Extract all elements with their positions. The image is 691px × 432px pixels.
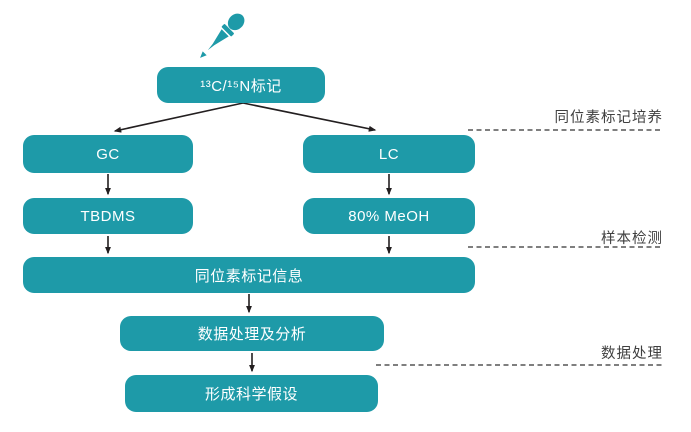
node-hypothesis: 形成科学假设 — [125, 375, 378, 412]
dropper-icon — [200, 13, 245, 58]
arrow-labeling-to-lc — [242, 102, 377, 132]
node-isotope-info: 同位素标记信息 — [23, 257, 475, 293]
node-meoh: 80% MeOH — [303, 198, 475, 234]
stage-label-culture: 同位素标记培养 — [554, 110, 663, 126]
node-gc: GC — [23, 135, 193, 173]
stage-label-processing: 数据处理 — [601, 346, 663, 362]
node-isotope-labeling: ¹³C/¹⁵N标记 — [157, 67, 325, 103]
node-data-analysis-text: 数据处理及分析 — [197, 326, 307, 343]
node-isotope-labeling-text: ¹³C/¹⁵N标记 — [200, 77, 282, 95]
node-lc-text: LC — [378, 145, 400, 163]
node-lc: LC — [303, 135, 475, 173]
node-tbdms: TBDMS — [23, 198, 193, 234]
node-data-analysis: 数据处理及分析 — [120, 316, 384, 351]
node-hypothesis-text: 形成科学假设 — [204, 386, 298, 403]
node-isotope-info-text: 同位素标记信息 — [194, 267, 304, 285]
node-meoh-text: 80% MeOH — [348, 207, 430, 225]
node-tbdms-text: TBDMS — [80, 207, 136, 225]
droplet-icon — [200, 51, 207, 58]
node-gc-text: GC — [96, 145, 120, 163]
stage-label-detection: 样本检测 — [601, 231, 663, 247]
arrow-labeling-to-gc — [113, 102, 244, 133]
